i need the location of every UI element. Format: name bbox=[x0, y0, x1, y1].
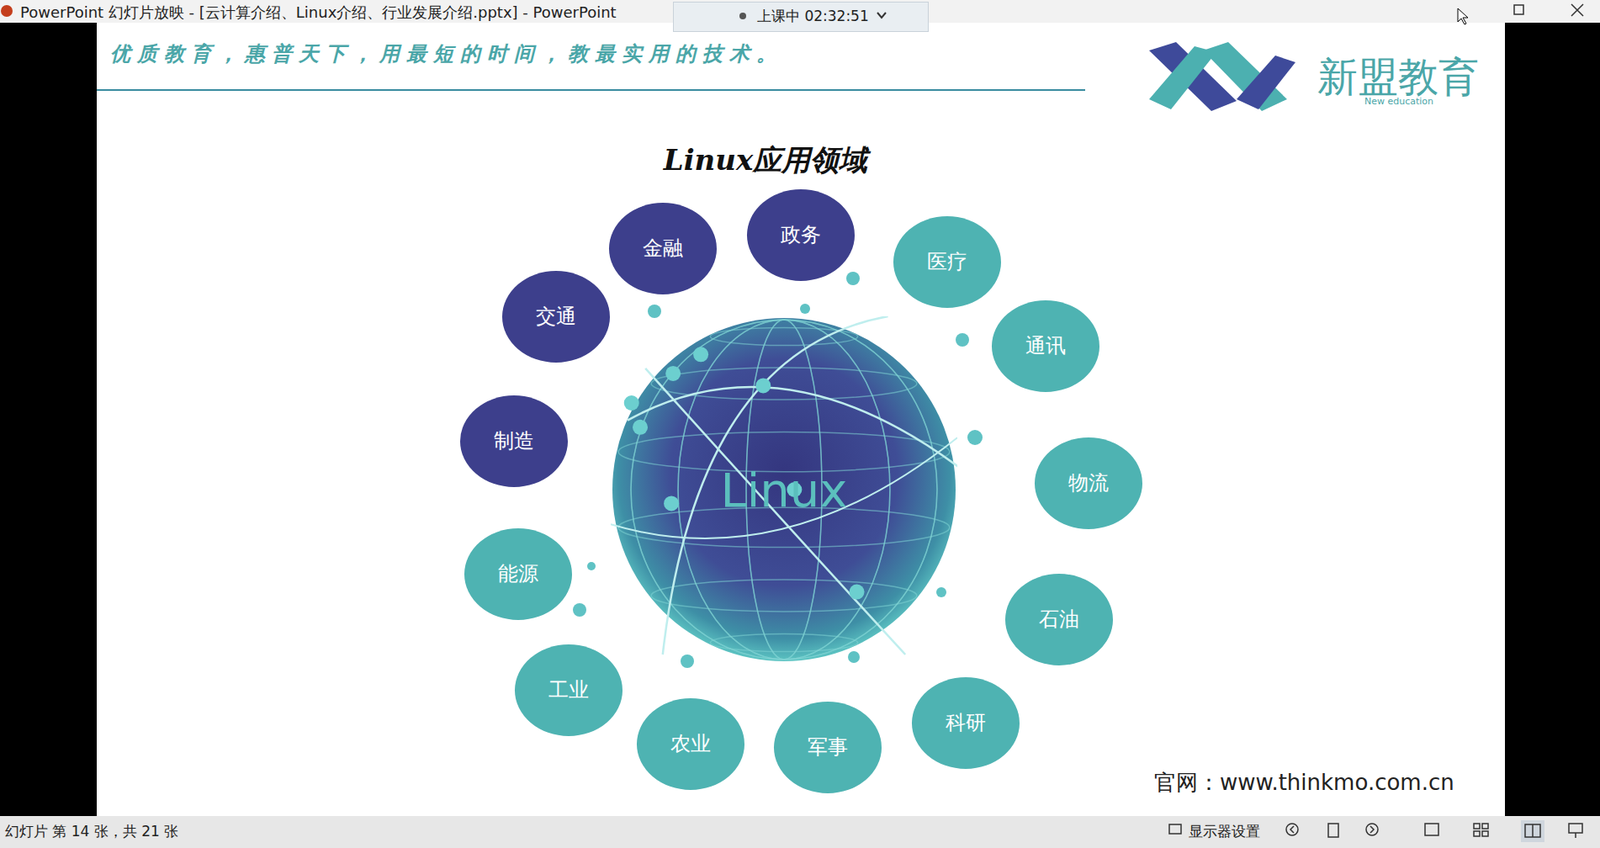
domain-circle: 工业 bbox=[514, 644, 623, 737]
header-rule bbox=[96, 89, 1086, 91]
scatter-dots bbox=[572, 271, 983, 668]
domain-circle: 医疗 bbox=[893, 216, 1002, 308]
status-bar bbox=[0, 815, 1600, 848]
domain-circle: 政务 bbox=[747, 189, 855, 281]
domain-circle: 交通 bbox=[502, 270, 610, 363]
domain-label: 物流 bbox=[1068, 469, 1109, 497]
slogan: 优质教育，惠普天下，用最短的时间，教最实用的技术。 bbox=[110, 40, 784, 68]
domain-label: 通讯 bbox=[1025, 332, 1066, 360]
domain-label: 医疗 bbox=[927, 248, 968, 276]
globe-label: Linux bbox=[720, 462, 848, 518]
logo-subtext: New education bbox=[1364, 95, 1434, 107]
status-icons bbox=[1169, 820, 1583, 843]
domain-label: 军事 bbox=[807, 733, 848, 761]
domain-circle: 石油 bbox=[1005, 573, 1113, 666]
domain-circle: 通讯 bbox=[991, 300, 1100, 393]
display-settings: 显示器设置 bbox=[1188, 821, 1261, 842]
domain-label: 能源 bbox=[498, 560, 539, 588]
domain-circle: 制造 bbox=[460, 395, 568, 488]
website: 官网：www.thinkmo.com.cn bbox=[1154, 768, 1455, 798]
slide-counter: 幻灯片 第 14 张，共 21 张 bbox=[5, 821, 179, 842]
timer-dot bbox=[739, 12, 747, 20]
close-icon bbox=[1571, 4, 1584, 16]
domain-label: 科研 bbox=[945, 709, 986, 737]
domain-circle: 物流 bbox=[1034, 437, 1143, 530]
domain-label: 交通 bbox=[535, 302, 577, 330]
slide-title: Linux应用领域 bbox=[663, 141, 869, 181]
window-title: PowerPoint 幻灯片放映 - [云计算介绍、Linux介绍、行业发展介绍… bbox=[20, 2, 617, 23]
chevron bbox=[877, 12, 886, 18]
domain-circle: 农业 bbox=[636, 698, 745, 790]
domain-label: 制造 bbox=[493, 427, 535, 455]
domain-circle: 金融 bbox=[609, 202, 717, 295]
restore-icon bbox=[1514, 5, 1524, 15]
domain-label: 农业 bbox=[670, 730, 711, 758]
domain-circle: 能源 bbox=[464, 528, 573, 620]
logo-mark bbox=[1149, 42, 1296, 112]
cursor bbox=[1457, 8, 1468, 25]
globe: Linux bbox=[610, 316, 958, 663]
domain-circle: 军事 bbox=[773, 701, 882, 794]
domain-label: 工业 bbox=[548, 676, 589, 704]
timer-text: 上课中 02:32:51 bbox=[757, 6, 869, 27]
domain-circle: 科研 bbox=[911, 677, 1020, 769]
app-icon bbox=[0, 5, 13, 17]
domain-label: 金融 bbox=[642, 234, 684, 262]
domain-label: 石油 bbox=[1038, 605, 1080, 633]
domain-label: 政务 bbox=[780, 221, 822, 249]
